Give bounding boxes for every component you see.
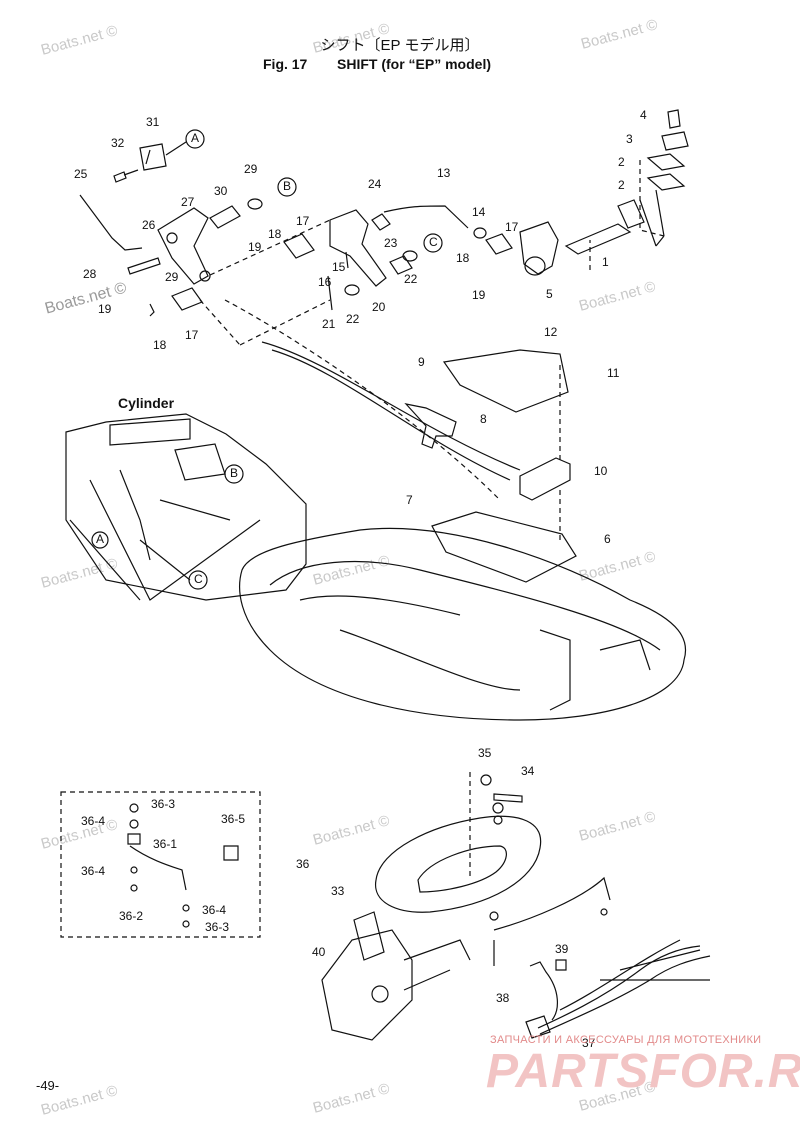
figure-number: Fig. 17 bbox=[263, 56, 308, 72]
part-label: 36-2 bbox=[119, 909, 144, 923]
collar-30 bbox=[209, 205, 241, 229]
part-label: 9 bbox=[418, 355, 425, 369]
control-box-40 bbox=[321, 929, 413, 1041]
part-label: 38 bbox=[496, 991, 510, 1005]
callout-c-inset: C bbox=[194, 572, 203, 586]
callout-c-marker bbox=[423, 233, 443, 253]
part-label: 4 bbox=[640, 108, 647, 122]
part-label: 13 bbox=[437, 166, 451, 180]
part-label: 2 bbox=[618, 178, 625, 192]
block-10 bbox=[519, 457, 571, 501]
part-label: 36-5 bbox=[221, 812, 246, 826]
part-label: 36-4 bbox=[81, 814, 106, 828]
part-label: 26 bbox=[142, 218, 156, 232]
part-label: 19 bbox=[248, 240, 262, 254]
lever-27 bbox=[157, 207, 209, 285]
bushing-17-mid bbox=[283, 233, 315, 259]
callout-b-inset: B bbox=[230, 466, 239, 480]
part-label: 20 bbox=[372, 300, 386, 314]
part-label: 15 bbox=[332, 260, 346, 274]
part-label: 29 bbox=[165, 270, 179, 284]
lever-5 bbox=[519, 221, 559, 275]
part-label: 36-4 bbox=[202, 903, 227, 917]
part-label: 17 bbox=[296, 214, 310, 228]
cover-11 bbox=[442, 349, 569, 413]
part-label: 5 bbox=[546, 287, 553, 301]
part-label: 25 bbox=[74, 167, 88, 181]
inset-label: Cylinder bbox=[118, 395, 175, 411]
part-label: 35 bbox=[478, 746, 492, 760]
lower-cowling bbox=[239, 527, 687, 721]
shift-shaft-1 bbox=[564, 199, 645, 255]
bushing-17 bbox=[171, 287, 203, 311]
brand-tagline: ЗАПЧАСТИ И АКСЕССУАРЫ ДЛЯ МОТОТЕХНИКИ bbox=[490, 1034, 762, 1046]
part-label: 24 bbox=[368, 177, 382, 191]
part-label: 30 bbox=[214, 184, 228, 198]
part-label: 16 bbox=[318, 275, 332, 289]
part-label: 36-4 bbox=[81, 864, 106, 878]
part-label: 1 bbox=[602, 255, 609, 269]
part-label: 18 bbox=[456, 251, 470, 265]
part-label: 36-3 bbox=[205, 920, 230, 934]
page-number: -49- bbox=[36, 1078, 60, 1093]
part-label: 27 bbox=[181, 195, 195, 209]
callout-c: C bbox=[429, 235, 438, 249]
part-label: 29 bbox=[244, 162, 258, 176]
part-label: 40 bbox=[312, 945, 326, 959]
title-japanese: シフト〔EP モデル用〕 bbox=[320, 37, 480, 54]
part-label: 21 bbox=[322, 317, 336, 331]
plate-33 bbox=[375, 815, 542, 913]
brand-logo: PARTSFOR.RU bbox=[486, 1045, 800, 1098]
part-label: 23 bbox=[384, 236, 398, 250]
callout-a-inset: A bbox=[96, 532, 105, 546]
part-label: 10 bbox=[594, 464, 608, 478]
part-label: 6 bbox=[604, 532, 611, 546]
part-label: 7 bbox=[406, 493, 413, 507]
part-label: 18 bbox=[153, 338, 167, 352]
lever-20 bbox=[329, 209, 387, 287]
bracket-31 bbox=[139, 143, 167, 171]
part-label: 32 bbox=[111, 136, 125, 150]
ground-wire-38 bbox=[529, 961, 558, 1021]
part-label: 19 bbox=[98, 302, 112, 316]
part-label: 17 bbox=[185, 328, 199, 342]
callout-b: B bbox=[283, 179, 292, 193]
part-label: 31 bbox=[146, 115, 160, 129]
part-label: 14 bbox=[472, 205, 486, 219]
part-label: 33 bbox=[331, 884, 345, 898]
harness-37 bbox=[537, 945, 701, 1029]
callout-a: A bbox=[191, 131, 200, 145]
part-label: 17 bbox=[505, 220, 519, 234]
kit-box-36 bbox=[60, 791, 261, 938]
part-label: 8 bbox=[480, 412, 487, 426]
part-label: 19 bbox=[472, 288, 486, 302]
bracket-8 bbox=[404, 403, 457, 449]
page-title: SHIFT (for “EP” model) bbox=[337, 56, 491, 72]
shift-link-13 bbox=[383, 205, 469, 229]
part-label: 36-1 bbox=[153, 837, 178, 851]
part-label: 11 bbox=[607, 366, 620, 380]
part-label: 22 bbox=[346, 312, 360, 326]
part-label: 28 bbox=[83, 267, 97, 281]
part-label: 22 bbox=[404, 272, 418, 286]
part-label: 18 bbox=[268, 227, 282, 241]
callout-b-marker bbox=[277, 177, 297, 197]
cable-lower bbox=[271, 349, 511, 481]
part-label: 36 bbox=[296, 857, 310, 871]
part-label: 39 bbox=[555, 942, 569, 956]
shift-rod-25 bbox=[79, 194, 143, 251]
part-label: 2 bbox=[618, 155, 625, 169]
part-label: 12 bbox=[544, 325, 558, 339]
engine-inset bbox=[65, 413, 307, 601]
part-label: 34 bbox=[521, 764, 535, 778]
part-label: 3 bbox=[626, 132, 633, 146]
part-label: 36-3 bbox=[151, 797, 176, 811]
part-label: 37 bbox=[582, 1036, 596, 1050]
base-6 bbox=[431, 511, 577, 583]
callout-a-marker bbox=[185, 129, 205, 149]
